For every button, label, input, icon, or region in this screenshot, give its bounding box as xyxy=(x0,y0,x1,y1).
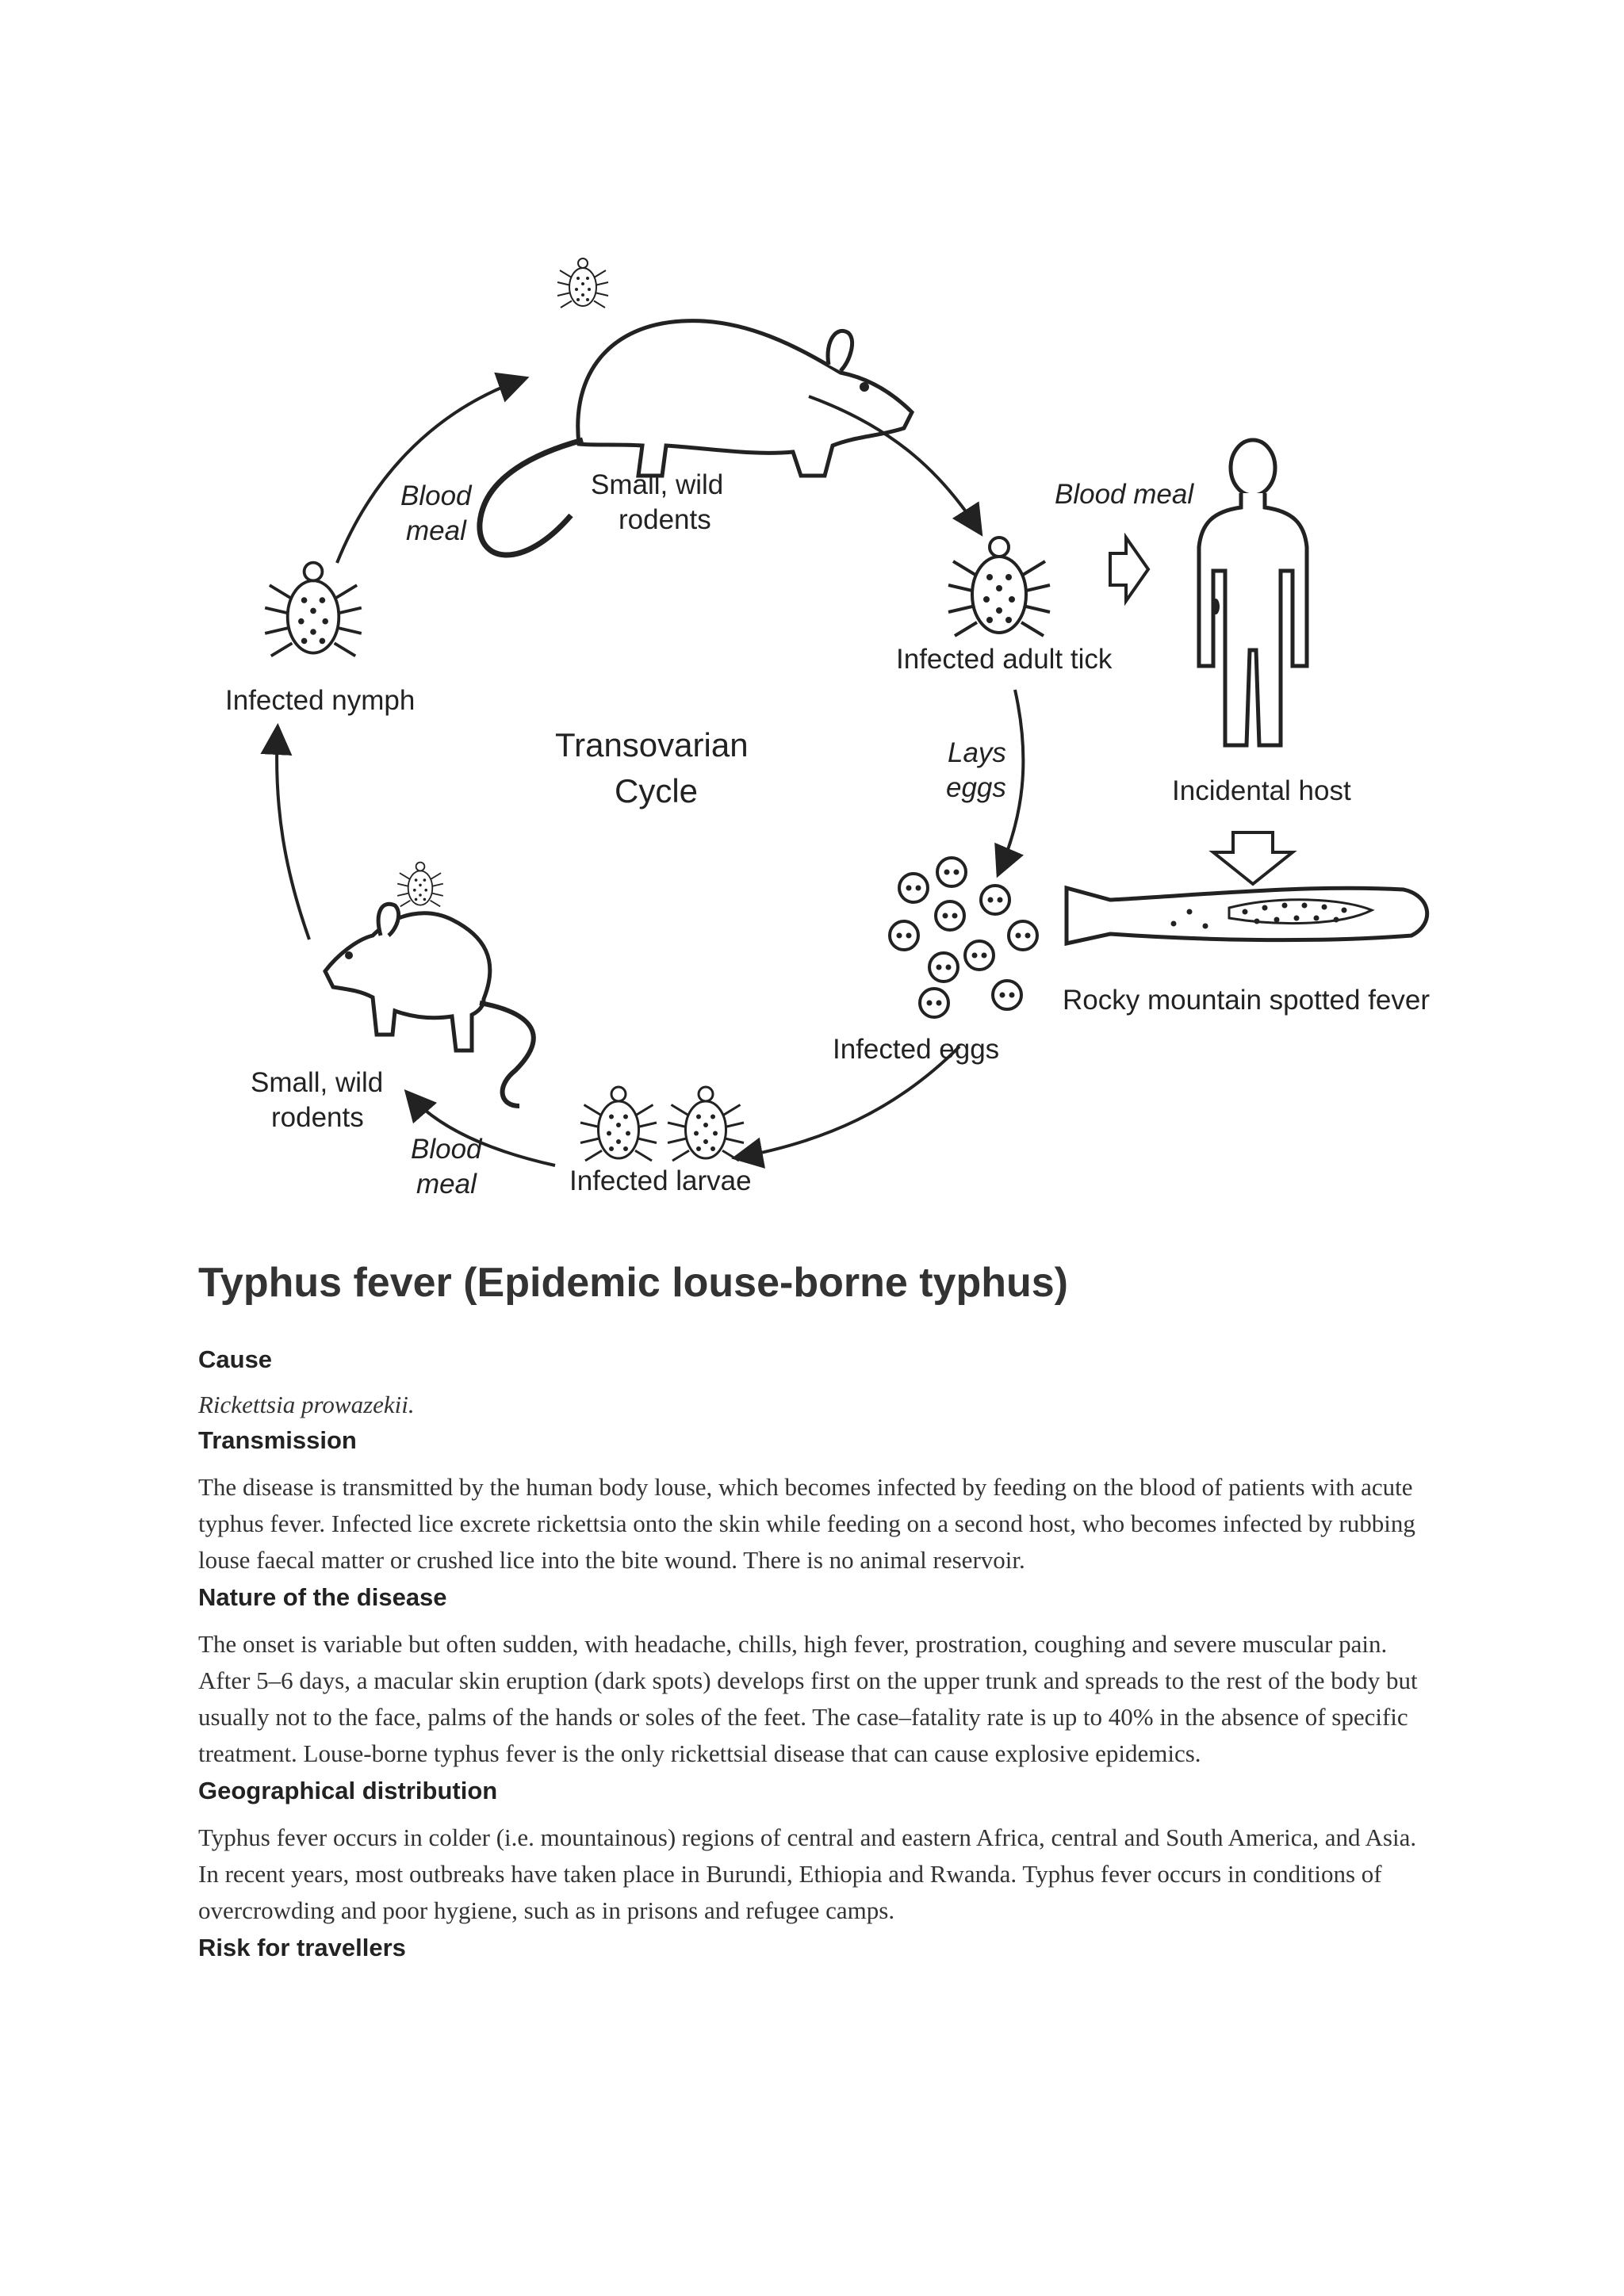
infected-eggs-illustration xyxy=(888,856,1039,1019)
transmission-heading: Transmission xyxy=(198,1426,357,1454)
top-rodent-label-line2: rodents xyxy=(619,504,711,535)
blood-meal-bottom-label-line1: Blood xyxy=(411,1134,482,1165)
article-title: Typhus fever (Epidemic louse-borne typhu… xyxy=(198,1260,1068,1306)
cause-text: Rickettsia prowazekii. xyxy=(198,1391,415,1418)
human-standing-illustration xyxy=(1197,438,1309,748)
incidental-host-label: Incidental host xyxy=(1172,775,1351,806)
human-lying-illustration xyxy=(1064,885,1430,947)
nature-heading: Nature of the disease xyxy=(198,1583,447,1611)
blood-meal-left-label-line1: Blood xyxy=(400,480,472,511)
infected-adult-tick-label: Infected adult tick xyxy=(896,644,1113,675)
top-rodent-illustration xyxy=(477,258,915,558)
adult-tick-illustration xyxy=(947,536,1051,637)
geo-heading: Geographical distribution xyxy=(198,1777,498,1804)
blood-meal-bottom-label-line2: meal xyxy=(416,1169,477,1200)
transovarian-cycle-diagram: Small, wild rodents Blood meal Infected … xyxy=(198,238,1435,1245)
cause-heading: Cause xyxy=(198,1345,273,1373)
blood-meal-right-label: Blood meal xyxy=(1055,479,1194,510)
bottom-rodent-label-line1: Small, wild xyxy=(251,1067,384,1098)
infected-eggs-label: Infected eggs xyxy=(833,1034,1000,1065)
top-rodent-label-line1: Small, wild xyxy=(591,469,724,500)
lays-eggs-label-line2: eggs xyxy=(946,772,1006,803)
lays-eggs-label-line1: Lays xyxy=(948,737,1006,768)
nature-text: The onset is variable but often sudden, … xyxy=(198,1630,1418,1767)
nymph-tick-illustration xyxy=(263,561,363,658)
infected-nymph-label: Infected nymph xyxy=(225,685,416,716)
rocky-mountain-label: Rocky mountain spotted fever xyxy=(1063,985,1431,1016)
infected-larvae-label: Infected larvae xyxy=(569,1165,752,1196)
transovarian-label-line1: Transovarian xyxy=(555,726,749,763)
blood-meal-left-label-line2: meal xyxy=(406,515,466,546)
geo-text: Typhus fever occurs in colder (i.e. moun… xyxy=(198,1823,1417,1924)
larva-tick-2-illustration xyxy=(666,1085,745,1162)
cycle-illustration xyxy=(260,258,1430,1169)
bottom-rodent-illustration xyxy=(323,861,536,1108)
cycle-label-line2: Cycle xyxy=(615,772,699,809)
bottom-rodent-label-line2: rodents xyxy=(271,1102,364,1133)
larva-tick-1-illustration xyxy=(579,1085,658,1162)
risk-heading: Risk for travellers xyxy=(198,1934,406,1961)
transmission-text: The disease is transmitted by the human … xyxy=(198,1473,1415,1574)
article-content: Typhus fever (Epidemic louse-borne typhu… xyxy=(198,1257,1435,1976)
